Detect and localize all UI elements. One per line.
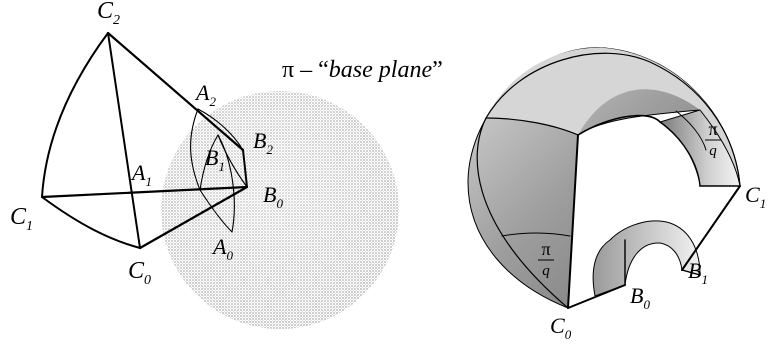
label-right-B0: B0 xyxy=(630,283,650,312)
base-sphere xyxy=(161,91,399,329)
label-C0: C0 xyxy=(128,258,151,288)
left-figure: π – “base plane” C2 C1 C0 A2 A1 A0 B2 xyxy=(10,0,443,329)
edge-c1-c0 xyxy=(41,196,141,249)
label-C2: C2 xyxy=(97,0,120,28)
edge-seam xyxy=(485,117,579,136)
edge-b1-vertical xyxy=(681,269,701,276)
base-plane-caption: π – “base plane” xyxy=(282,57,443,83)
curve-a1-b1 xyxy=(199,134,219,191)
caption-prefix: π – “ xyxy=(282,57,329,83)
angle-arc-upper xyxy=(675,110,707,151)
angle-lower-numerator: π xyxy=(541,239,550,259)
curve-a2-a1 xyxy=(190,108,201,191)
edge-b2-b0 xyxy=(242,149,248,188)
label-A1: A1 xyxy=(130,160,152,189)
edge-outer-left xyxy=(476,117,569,309)
angle-upper-numerator: π xyxy=(708,119,717,139)
curve-a2-b2 xyxy=(197,108,244,151)
label-B1: B1 xyxy=(205,145,225,174)
edge-c0-b0 xyxy=(138,185,249,250)
edge-top-cut xyxy=(577,114,661,136)
caption-suffix: ” xyxy=(432,57,443,83)
label-C1: C1 xyxy=(10,204,33,234)
angle-upper-denominator: q xyxy=(709,143,717,159)
edge-c1-b0 xyxy=(40,185,249,199)
label-A2: A2 xyxy=(194,80,216,109)
label-A0: A0 xyxy=(211,234,233,263)
label-B0: B0 xyxy=(263,182,283,211)
outer-shell-top xyxy=(486,47,740,187)
angle-arc-lower xyxy=(501,232,571,237)
label-B2: B2 xyxy=(253,128,273,157)
cut-face xyxy=(568,117,700,308)
edge-c2-c0 xyxy=(107,32,141,249)
right-edges xyxy=(476,52,741,309)
edge-c0-b0 xyxy=(567,284,626,309)
label-right-C0: C0 xyxy=(550,313,572,342)
edge-inner-shell-rim xyxy=(659,121,701,187)
angle-label-lower: π q xyxy=(538,239,554,279)
inner-curves xyxy=(190,108,248,233)
right-figure: π q π q C0 C1 B0 B1 xyxy=(467,47,766,342)
edge-c2-c1 xyxy=(41,32,109,198)
edge-c0-vertical xyxy=(567,134,579,309)
label-right-B1: B1 xyxy=(688,258,708,287)
caption-italic: base plane xyxy=(329,57,433,83)
curve-a1-a0 xyxy=(199,189,233,233)
label-right-C1: C1 xyxy=(745,182,766,211)
angle-lower-denominator: q xyxy=(542,263,550,279)
edge-c2-b2 xyxy=(106,31,245,152)
edge-top-arc xyxy=(485,52,741,187)
edge-c1-b1 xyxy=(681,185,741,271)
angle-label-upper: π q xyxy=(705,119,721,159)
small-inner-shell xyxy=(592,220,701,297)
pyramid-edges xyxy=(40,31,249,250)
curve-b1-b0 xyxy=(217,134,248,188)
